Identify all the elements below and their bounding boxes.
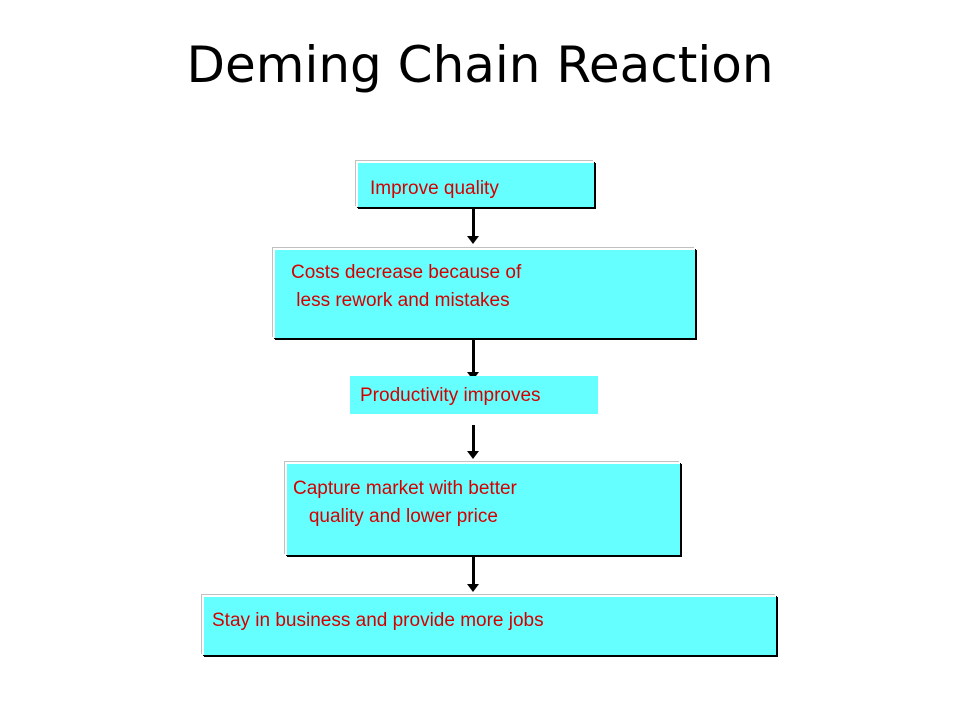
step-stay-in-business: Stay in business and provide more jobs <box>202 595 776 655</box>
flow-arrow <box>467 556 479 592</box>
step-text: less rework and mistakes <box>291 290 510 311</box>
step-costs-decrease: Costs decrease because of less rework an… <box>273 248 695 338</box>
step-text: Costs decrease because of <box>291 262 522 283</box>
flow-arrow <box>467 425 479 459</box>
flow-arrow <box>467 340 479 380</box>
step-text: Improve quality <box>370 178 499 199</box>
step-text: Capture market with better <box>293 478 517 499</box>
step-text: Stay in business and provide more jobs <box>212 610 544 631</box>
step-improve-quality: Improve quality <box>356 161 594 207</box>
step-text: quality and lower price <box>293 506 498 527</box>
step-capture-market: Capture market with better quality and l… <box>285 462 680 555</box>
step-productivity-improves: Productivity improves <box>350 376 598 414</box>
step-text: Productivity improves <box>360 385 541 406</box>
flow-arrow <box>467 208 479 244</box>
diagram-title: Deming Chain Reaction <box>186 36 774 94</box>
